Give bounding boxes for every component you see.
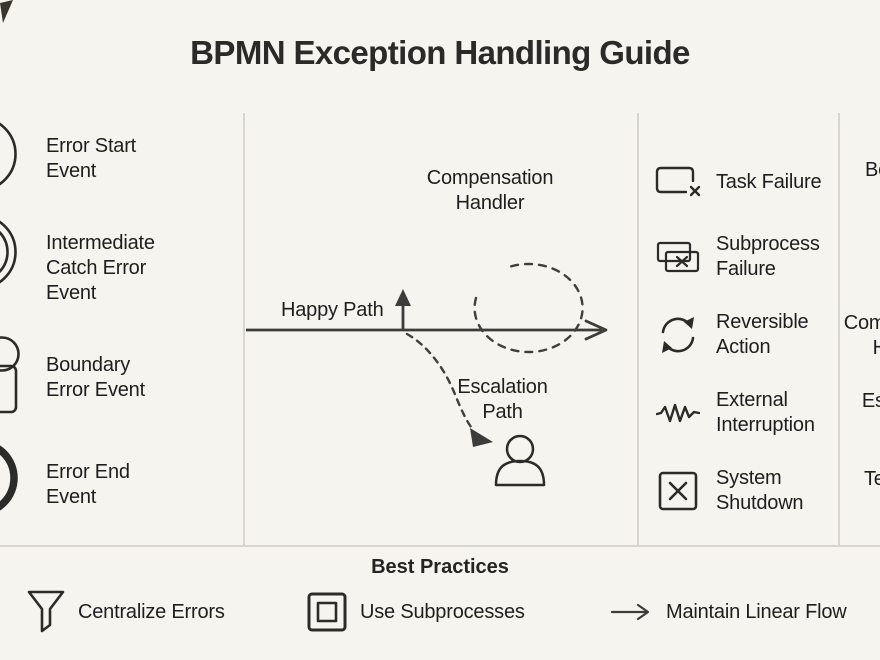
failure-label: External Interruption xyxy=(716,389,815,436)
event-type-label: Error Start Event xyxy=(46,135,137,182)
best-practices-heading: Best Practices xyxy=(371,556,509,578)
right-arrow-icon xyxy=(246,319,608,341)
event-type-label: Error End Event xyxy=(46,461,130,508)
dashed-loop-icon xyxy=(473,262,584,354)
nested-squares-icon xyxy=(306,589,348,635)
handling-label: Compensation Handler xyxy=(843,312,880,359)
failure-label: Subprocess Failure xyxy=(716,233,820,280)
failure-label: System Shutdown xyxy=(716,467,804,514)
failure-row: System Shutdown xyxy=(652,466,804,516)
handling-label: Terminate Event xyxy=(863,468,880,490)
failure-label: Task Failure xyxy=(716,170,822,193)
funnel-icon xyxy=(26,589,66,635)
event-type-label: Intermediate Catch Error Event xyxy=(46,232,155,304)
event-type-label: Boundary Error Event xyxy=(46,354,145,401)
person-icon xyxy=(494,434,546,487)
best-practice-item: Maintain Linear Flow xyxy=(610,590,847,634)
compensation-handler-label: Compensation Handler xyxy=(426,167,554,214)
up-arrow-icon xyxy=(395,289,411,329)
escalation-path-label: Escalation Path xyxy=(457,376,548,423)
best-practice-item: Use Subprocesses xyxy=(306,590,525,634)
divider-vertical-2 xyxy=(637,113,639,545)
external-interruption-icon xyxy=(652,400,704,426)
failure-row: Task Failure xyxy=(652,158,822,206)
best-practice-label: Use Subprocesses xyxy=(360,600,525,623)
handling-label: Escalation Event xyxy=(861,390,880,412)
error-end-event-icon xyxy=(0,445,18,511)
failure-row: External Interruption xyxy=(652,388,815,438)
intermediate-catch-error-event-icon xyxy=(0,220,17,284)
failure-label: Reversible Action xyxy=(716,311,809,358)
arrow-right-icon xyxy=(610,602,654,622)
handling-label: Catch Event xyxy=(834,234,880,284)
task-failure-icon xyxy=(652,165,704,199)
corner-mark xyxy=(0,0,13,23)
dashed-curve-arrow-icon xyxy=(405,332,493,447)
divider-vertical-3 xyxy=(838,113,840,545)
best-practice-label: Centralize Errors xyxy=(78,600,225,623)
boundary-error-event-icon xyxy=(0,336,20,414)
best-practice-item: Centralize Errors xyxy=(26,590,225,634)
error-start-event-icon xyxy=(0,122,17,186)
happy-path-label: Happy Path xyxy=(281,299,384,321)
subprocess-failure-icon xyxy=(652,240,704,274)
best-practice-label: Maintain Linear Flow xyxy=(666,600,847,623)
reversible-action-icon xyxy=(652,315,704,355)
divider-horizontal xyxy=(0,545,880,547)
divider-vertical-1 xyxy=(243,113,245,545)
failure-row: Reversible Action xyxy=(652,310,809,360)
system-shutdown-icon xyxy=(652,470,704,512)
failure-row: Subprocess Failure xyxy=(652,232,820,282)
handling-label: Boundary Event xyxy=(864,159,880,181)
page-title: BPMN Exception Handling Guide xyxy=(190,34,690,71)
